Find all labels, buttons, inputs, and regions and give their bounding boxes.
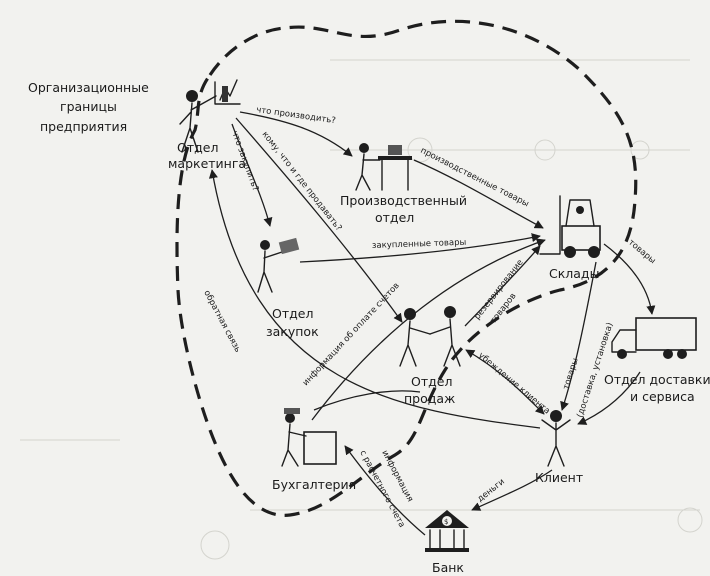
purchasing-figure-icon xyxy=(257,237,300,293)
production-label-2: отдел xyxy=(375,210,414,225)
flow-arrows xyxy=(208,111,656,536)
client-figure-icon xyxy=(541,410,571,467)
marketing-label-1: Отдел xyxy=(177,140,218,155)
accounting-figure-icon xyxy=(281,408,337,467)
boundary-label-line-1: Организационные xyxy=(28,80,149,95)
boundary-label-line-2: границы xyxy=(60,99,117,114)
flow-whom-what-where: кому, что и где продавать? xyxy=(260,130,344,233)
marketing-label-2: маркетинга xyxy=(168,156,246,171)
flow-goods-to-delivery: товары xyxy=(626,238,657,267)
organizational-boundary xyxy=(175,19,638,517)
delivery-label-1: Отдел доставки xyxy=(604,372,710,387)
sales-label-1: Отдел xyxy=(411,374,452,389)
flow-goods-delivery-1: товары xyxy=(561,357,581,391)
production-label-1: Производственный xyxy=(340,193,467,208)
boundary-label-line-3: предприятия xyxy=(40,119,127,134)
svg-text:$: $ xyxy=(444,518,448,526)
flow-persuading-client: убеждение клиента xyxy=(476,351,552,417)
delivery-truck-icon xyxy=(611,317,697,359)
accounting-label: Бухгалтерия xyxy=(272,477,356,492)
flow-feedback: обратная связь xyxy=(201,289,242,355)
delivery-label-2: и сервиса xyxy=(630,389,695,404)
production-figure-icon xyxy=(355,143,412,191)
background-pattern xyxy=(20,59,703,560)
marketing-figure-icon xyxy=(179,79,241,153)
client-label: Клиент xyxy=(535,470,583,485)
warehouse-label: Склады xyxy=(549,266,599,281)
sales-handshake-icon xyxy=(399,306,461,367)
purchasing-label-2: закупок xyxy=(266,324,319,339)
bank-building-icon: $ xyxy=(425,510,469,552)
flow-purchased-goods: закупленные товары xyxy=(372,238,467,251)
sales-label-2: продаж xyxy=(404,391,455,406)
flow-what-to-produce: что производить? xyxy=(256,105,337,126)
bank-label: Банк xyxy=(432,560,464,575)
purchasing-label-1: Отдел xyxy=(272,306,313,321)
flow-money: деньги xyxy=(476,477,507,504)
warehouse-forklift-icon xyxy=(539,195,601,258)
